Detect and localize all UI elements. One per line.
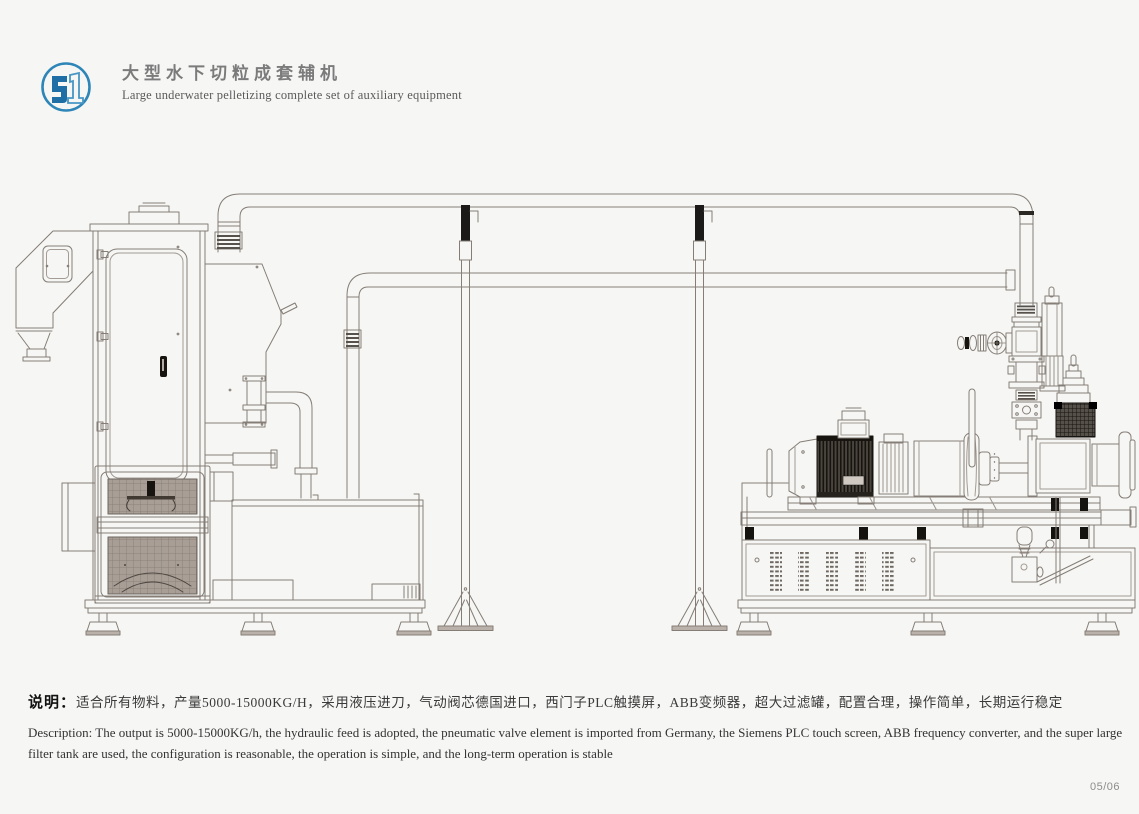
description-block: 说明：适合所有物料，产量5000-15000KG/H，采用液压进刀，气动阀芯德国… bbox=[28, 692, 1126, 765]
chute-piping bbox=[204, 375, 318, 499]
cyclone-separator bbox=[15, 230, 94, 362]
pipe-support-post-right bbox=[671, 204, 728, 631]
right-base-frame bbox=[736, 599, 1136, 636]
title-block: 大型水下切粒成套辅机 Large underwater pelletizing … bbox=[122, 61, 462, 103]
control-cabinet bbox=[741, 539, 1136, 601]
mesh-screen-unit bbox=[61, 465, 211, 604]
discharge-chute bbox=[204, 263, 298, 424]
page-number: 05/06 bbox=[1089, 781, 1120, 793]
overhead-pipe-top bbox=[214, 193, 1034, 306]
dewatering-dryer-unit bbox=[15, 202, 432, 636]
drive-motor bbox=[788, 407, 875, 505]
description-text-zh: 适合所有物料，产量5000-15000KG/H，采用液压进刀，气动阀芯德国进口，… bbox=[76, 695, 1063, 710]
overhead-pipe-lower bbox=[343, 269, 1016, 499]
pump-filter-column bbox=[1011, 497, 1095, 586]
page-title-zh: 大型水下切粒成套辅机 bbox=[122, 64, 342, 83]
pelletizer-assembly bbox=[878, 388, 1136, 501]
pneumatic-actuator bbox=[1039, 286, 1066, 392]
pipe-support-post-left bbox=[437, 204, 494, 631]
page-title-en: Large underwater pelletizing complete se… bbox=[122, 88, 462, 103]
page-header: 大型水下切粒成套辅机 Large underwater pelletizing … bbox=[40, 61, 462, 113]
cutter-motor bbox=[1054, 354, 1097, 438]
description-zh: 说明：适合所有物料，产量5000-15000KG/H，采用液压进刀，气动阀芯德国… bbox=[28, 692, 1126, 715]
water-tank bbox=[209, 471, 424, 601]
description-label-zh: 说明： bbox=[28, 695, 77, 711]
description-en: Description: The output is 5000-15000KG/… bbox=[28, 724, 1123, 762]
diverter-valve-stack bbox=[957, 302, 1046, 441]
company-logo-icon bbox=[41, 62, 91, 112]
left-base-frame bbox=[84, 599, 432, 636]
underwater-pelletizer-unit bbox=[736, 286, 1137, 636]
